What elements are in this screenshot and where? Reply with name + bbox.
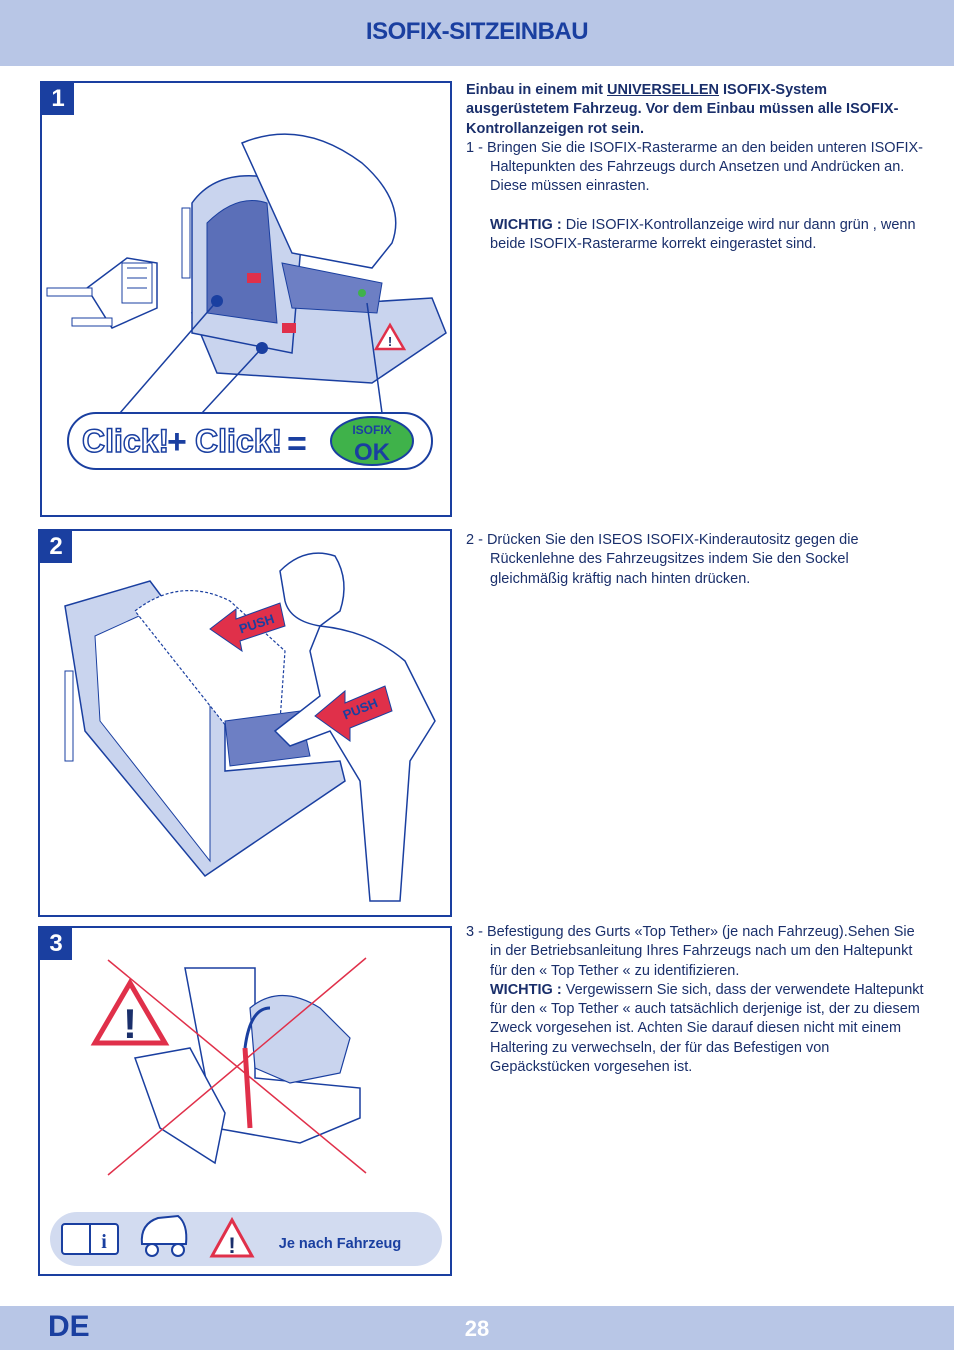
step2-text: 2 - Drücken Sie den ISEOS ISOFIX-Kindera… [466,531,924,589]
red-latch-icon [282,323,296,333]
step1-text: Einbau in einem mit UNIVERSELLEN ISOFIX-… [466,81,924,254]
svg-text:!: ! [123,1000,137,1047]
warning-triangle-icon: ! [209,1216,255,1258]
car-icon [140,1214,188,1257]
footer-band [0,1306,954,1350]
svg-text:!: ! [228,1233,235,1258]
language-code: DE [48,1310,90,1343]
isofix-badge-top: ISOFIX [352,423,391,437]
svg-text:i: i [101,1231,107,1253]
push-arrow-icon: PUSH [209,602,286,653]
illustration-panel-2: 2 PUSH PUSH [38,529,452,917]
page-title: ISOFIX-SITZEINBAU [365,18,589,45]
manual-book-icon: i [61,1223,119,1255]
isofix-badge-ok: OK [354,439,391,466]
plus-sign: + [167,423,187,461]
push-seat-illustration: PUSH PUSH [64,552,436,902]
click-label: Click! [195,423,282,459]
red-latch-icon [247,273,261,283]
vehicle-note-label: Je nach Fahrzeug [279,1236,401,1252]
illustration-panel-1: 1 ! [40,81,452,517]
step1-important: WICHTIG : Die ISOFIX-Kontrollanzeige wir… [490,216,916,253]
cross-line [107,957,367,1176]
isofix-ok-badge [330,416,414,466]
header-band [0,0,954,66]
click-label: Click! [82,423,169,459]
step1-intro: Einbau in einem mit UNIVERSELLEN ISOFIX-… [466,82,899,137]
warning-triangle-icon: ! [90,978,170,1047]
step-number-1: 1 [42,83,74,115]
step2-item: 2 - Drücken Sie den ISEOS ISOFIX-Kindera… [466,532,859,587]
isofix-green-indicator-icon [358,289,366,297]
top-tether-illustration: ! i ! Je nach Fahrzeug [50,957,442,1266]
equals-sign: = [287,425,307,463]
step-number-2: 2 [40,531,72,563]
svg-text:!: ! [388,334,392,349]
illustration-panel-3: 3 ! i ! [38,926,452,1276]
page-number: 28 [464,1316,490,1341]
step1-item: 1 - Bringen Sie die ISOFIX-Rasterarme an… [466,139,923,195]
warning-triangle-icon: ! [373,322,407,351]
step3-important: WICHTIG : Vergewissern Sie sich, dass de… [490,981,924,1076]
step-number-3: 3 [40,928,72,960]
isofix-arm-detail [46,257,158,329]
push-arrow-icon: PUSH [314,685,393,742]
step3-item: 3 - Befestigung des Gurts «Top Tether» (… [466,924,915,979]
isofix-install-illustration: ! Click! + Click! = ISOFIX OK [46,133,447,470]
step3-text: 3 - Befestigung des Gurts «Top Tether» (… [466,923,924,1077]
